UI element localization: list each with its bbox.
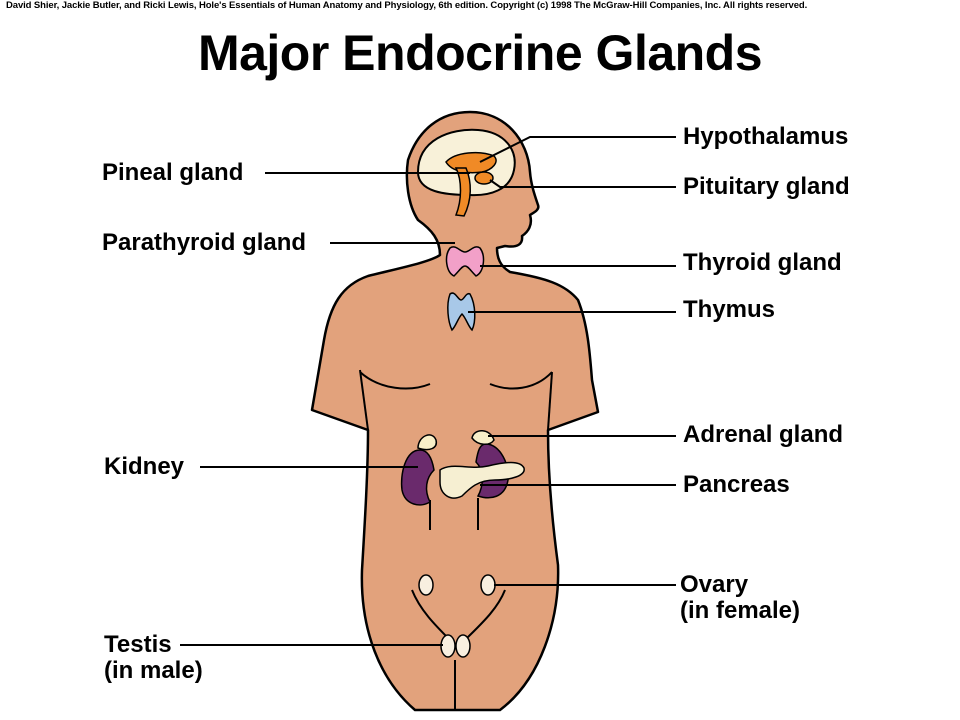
- body-silhouette: [310, 110, 600, 712]
- label-ovary: Ovary (in female): [680, 572, 800, 624]
- pituitary-gland: [474, 171, 494, 185]
- thyroid-gland: [445, 246, 485, 277]
- label-pineal-gland: Pineal gland: [102, 159, 244, 186]
- thymus: [447, 292, 476, 332]
- label-hypothalamus: Hypothalamus: [683, 123, 849, 150]
- label-parathyroid-gland: Parathyroid gland: [102, 229, 307, 256]
- label-ovary-line2: (in female): [680, 597, 801, 624]
- label-adrenal-gland: Adrenal gland: [683, 421, 844, 448]
- label-testis-line2: (in male): [104, 657, 203, 684]
- testis-right: [455, 634, 471, 658]
- label-testis: Testis (in male): [104, 632, 203, 684]
- label-pancreas: Pancreas: [683, 471, 790, 498]
- adrenal-gland-left: [417, 434, 438, 451]
- groin-line-right: [464, 589, 506, 641]
- label-ovary-line1: Ovary: [680, 571, 749, 598]
- label-thyroid-gland: Thyroid gland: [683, 249, 842, 276]
- label-testis-line1: Testis: [104, 631, 172, 658]
- leader-hypothalamus: [479, 136, 676, 163]
- ovary-left: [418, 574, 434, 596]
- copyright-credit: David Shier, Jackie Butler, and Ricki Le…: [6, 0, 808, 11]
- arm-line-right: [547, 371, 553, 431]
- label-pituitary-gland: Pituitary gland: [683, 173, 850, 200]
- ovary-right: [480, 574, 496, 596]
- pectoral-line-right: [489, 371, 553, 390]
- brainstem: [454, 167, 471, 217]
- label-thymus: Thymus: [683, 296, 776, 323]
- arm-line-left: [359, 369, 369, 431]
- adrenal-gland-right: [471, 430, 495, 445]
- pectoral-line-left: [359, 371, 431, 390]
- label-kidney: Kidney: [104, 453, 185, 480]
- pancreas: [439, 461, 525, 499]
- leader-pituitary: [489, 179, 676, 188]
- diagram-title: Major Endocrine Glands: [197, 25, 763, 81]
- testis-left: [440, 634, 456, 658]
